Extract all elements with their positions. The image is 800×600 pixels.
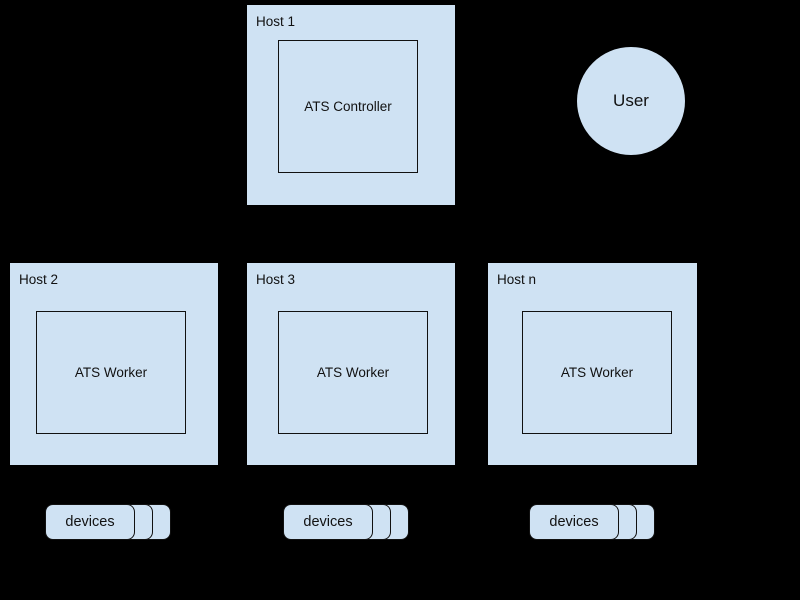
host-box-host-n[interactable]: Host n ATS Worker bbox=[488, 263, 697, 465]
host-box-host-3[interactable]: Host 3 ATS Worker bbox=[247, 263, 455, 465]
device-stack-label-host-3: devices bbox=[303, 513, 353, 530]
user-label: User bbox=[613, 91, 649, 110]
device-stack-layer-front[interactable]: devices bbox=[283, 504, 373, 540]
device-stack-layer-front[interactable]: devices bbox=[529, 504, 619, 540]
device-stack-label-host-2: devices bbox=[65, 513, 115, 530]
device-stack-label-host-n: devices bbox=[549, 513, 599, 530]
device-stack-host-3[interactable]: devices bbox=[283, 501, 409, 543]
user-circle[interactable]: User bbox=[577, 47, 685, 155]
host-box-host-1[interactable]: Host 1 ATS Controller bbox=[247, 5, 455, 205]
host-label-host-3: Host 3 bbox=[256, 272, 296, 287]
service-box-ats-worker-host-3[interactable]: ATS Worker bbox=[278, 311, 428, 434]
device-stack-host-n[interactable]: devices bbox=[529, 501, 655, 543]
service-label-ats-worker-host-n: ATS Worker bbox=[560, 364, 634, 380]
service-box-ats-controller[interactable]: ATS Controller bbox=[278, 40, 418, 173]
service-label-ats-worker-host-3: ATS Worker bbox=[316, 364, 390, 380]
service-box-ats-worker-host-2[interactable]: ATS Worker bbox=[36, 311, 186, 434]
host-box-host-2[interactable]: Host 2 ATS Worker bbox=[10, 263, 218, 465]
host-label-host-n: Host n bbox=[497, 272, 537, 287]
device-stack-layer-front[interactable]: devices bbox=[45, 504, 135, 540]
service-label-ats-worker-host-2: ATS Worker bbox=[74, 364, 148, 380]
host-label-host-1: Host 1 bbox=[256, 14, 296, 29]
host-label-host-2: Host 2 bbox=[19, 272, 59, 287]
service-label-ats-controller: ATS Controller bbox=[304, 98, 392, 114]
service-box-ats-worker-host-n[interactable]: ATS Worker bbox=[522, 311, 672, 434]
device-stack-host-2[interactable]: devices bbox=[45, 501, 171, 543]
